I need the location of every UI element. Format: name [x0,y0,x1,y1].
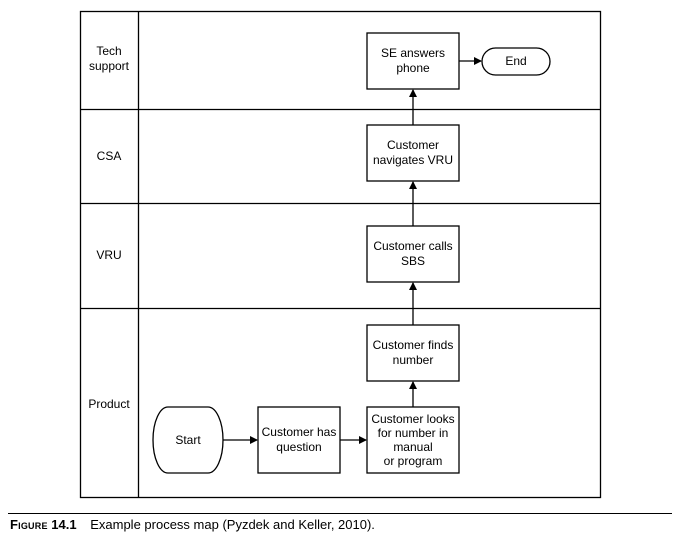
node-looks-for-number: Customer looks for number in manual or p… [371,412,455,468]
node-se-answers: SE answers phone [380,46,446,75]
lane-label-csa: CSA [96,149,122,163]
figure-caption: Figure 14.1 Example process map (Pyzdek … [10,517,375,532]
node-end: End [505,54,527,68]
figure-caption-text: Example process map (Pyzdek and Keller, … [90,517,375,532]
start-terminal-shape [152,406,224,474]
lane-label-vru: VRU [96,248,122,262]
calls-sbs-box [366,225,460,283]
figure-label: Figure [10,517,48,532]
diagram-frame [79,10,602,499]
caption-rule [8,513,672,514]
node-calls-sbs: Customer calls SBS [373,239,453,268]
lane-label-product: Product [88,397,130,411]
process-map-diagram [79,10,602,499]
se-answers-box [366,32,460,90]
has-question-box [257,406,341,474]
lane-label-tech-support: Tech support [88,44,130,73]
looks-for-number-box [366,406,460,474]
navigates-vru-box [366,124,460,182]
node-finds-number: Customer finds number [372,338,454,367]
end-terminal-shape [481,47,551,76]
node-has-question: Customer has question [261,425,337,454]
figure-number: 14.1 [51,517,77,532]
node-start: Start [175,432,201,447]
finds-number-box [366,324,460,382]
node-navigates-vru: Customer navigates VRU [372,138,454,167]
